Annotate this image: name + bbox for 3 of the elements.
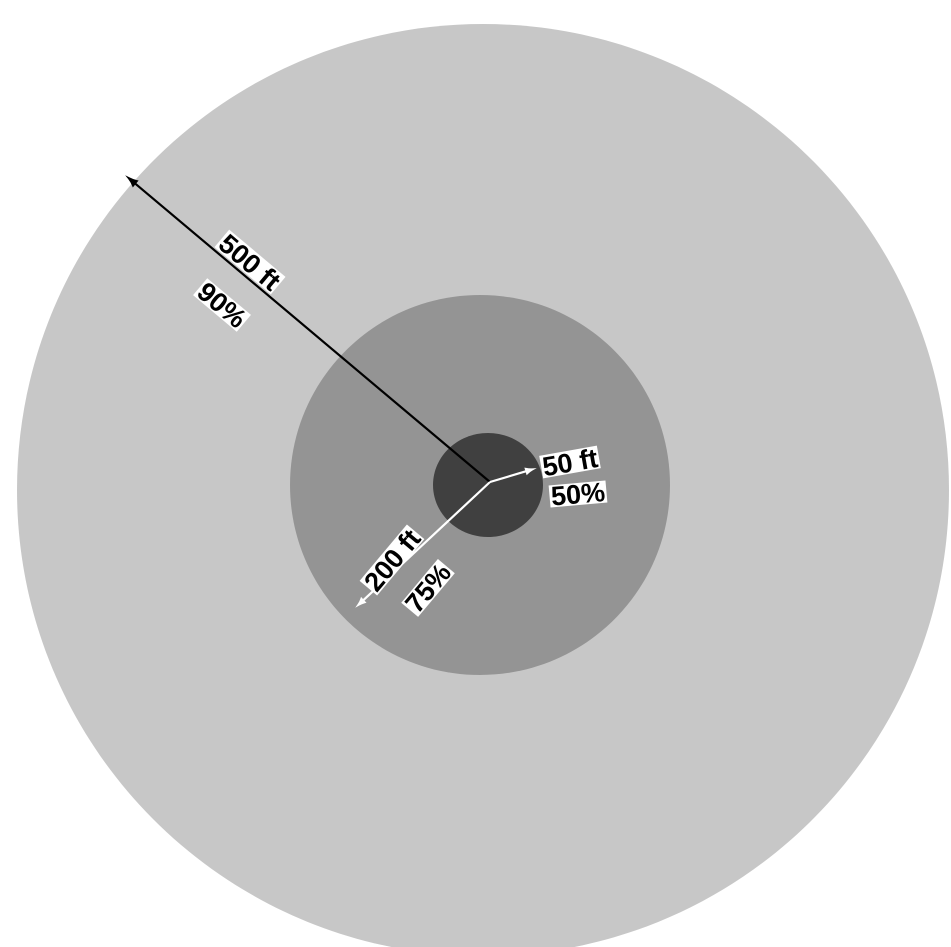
dimension-label: 50% (548, 480, 608, 508)
dimension-label: 90% (193, 278, 251, 332)
dimension-label: 50 ft (539, 446, 601, 478)
